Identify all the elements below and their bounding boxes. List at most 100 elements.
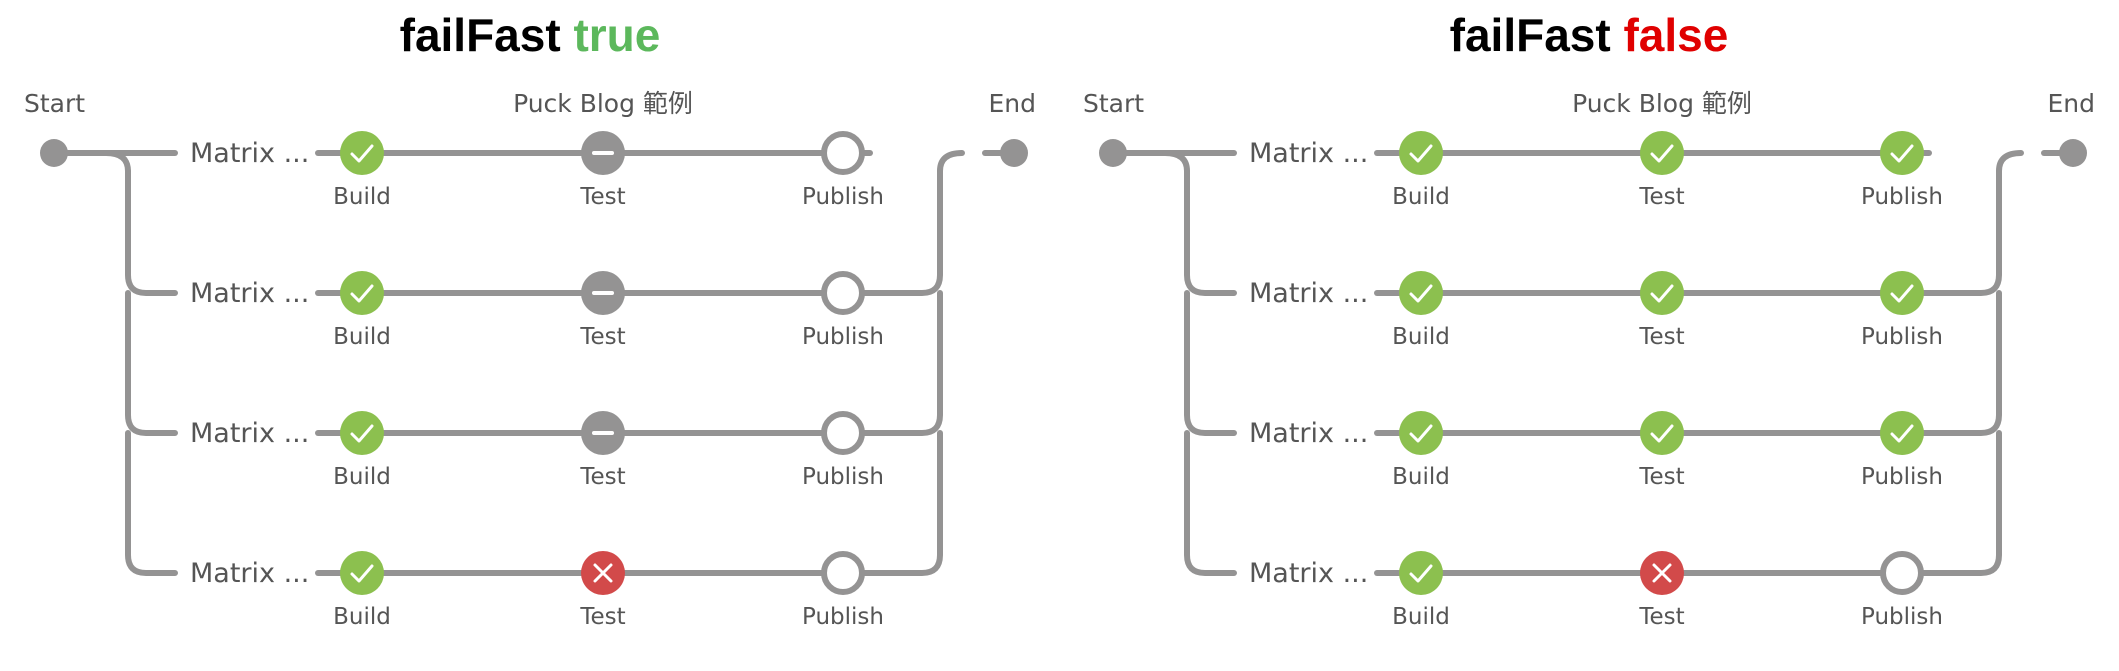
branch-connector <box>125 290 178 436</box>
check-icon <box>1409 284 1433 303</box>
stage-label: Test <box>1638 184 1684 210</box>
stage-node-publish[interactable] <box>1880 551 1924 595</box>
stage-node-publish[interactable] <box>821 411 865 455</box>
check-icon <box>350 564 374 583</box>
join-connector <box>867 290 943 436</box>
stage-node-build[interactable] <box>1399 551 1443 595</box>
check-icon <box>1409 424 1433 443</box>
empty-circle-icon <box>1880 551 1924 595</box>
stage-node-test[interactable] <box>581 411 625 455</box>
stage-node-test[interactable] <box>581 551 625 595</box>
stage-node-test[interactable] <box>1640 131 1684 175</box>
check-icon <box>1650 284 1674 303</box>
stage-node-build[interactable] <box>1399 271 1443 315</box>
stage-label: Publish <box>802 604 884 630</box>
empty-circle-icon <box>821 411 865 455</box>
stage-label: Build <box>333 604 391 630</box>
stage-node-build[interactable] <box>340 411 384 455</box>
check-icon <box>350 424 374 443</box>
stage-group-label: Puck Blog 範例 <box>513 89 693 118</box>
join-connector <box>1926 430 2002 576</box>
row-label-bg <box>1237 411 1373 455</box>
stage-label: Publish <box>802 324 884 350</box>
status-circle <box>340 551 384 595</box>
stage-label: Build <box>1392 604 1450 630</box>
stage-label: Build <box>1392 464 1450 490</box>
check-icon <box>350 284 374 303</box>
stage-label: Test <box>579 184 625 210</box>
check-icon <box>350 144 374 163</box>
stage-label: Publish <box>1861 464 1943 490</box>
stage-node-test[interactable] <box>1640 551 1684 595</box>
row-label: Matrix ... <box>190 138 309 169</box>
row-label: Matrix ... <box>190 418 309 449</box>
status-circle <box>1399 551 1443 595</box>
stage-label: Build <box>333 324 391 350</box>
row-label: Matrix ... <box>190 278 309 309</box>
stage-node-build[interactable] <box>1399 411 1443 455</box>
end-label: End <box>2047 89 2095 118</box>
split-curve <box>103 150 131 174</box>
stage-label: Build <box>1392 184 1450 210</box>
stage-node-publish[interactable] <box>821 271 865 315</box>
stage-label: Publish <box>802 464 884 490</box>
join-connector <box>867 168 943 296</box>
title-prefix: failFast <box>399 9 561 61</box>
empty-circle-icon <box>821 131 865 175</box>
empty-circle-icon <box>821 271 865 315</box>
row-label-bg <box>1237 271 1373 315</box>
branch-connector <box>1184 430 1237 576</box>
branch-connector <box>1184 168 1237 296</box>
check-icon <box>1409 144 1433 163</box>
stage-label: Test <box>579 324 625 350</box>
stage-label: Publish <box>1861 604 1943 630</box>
row-label: Matrix ... <box>190 558 309 589</box>
row-label: Matrix ... <box>1249 138 1368 169</box>
branch-connector <box>1184 290 1237 436</box>
panel-title: failFast true <box>0 8 1060 62</box>
check-icon <box>1409 564 1433 583</box>
stage-node-test[interactable] <box>1640 411 1684 455</box>
check-icon <box>1890 284 1914 303</box>
stage-label: Test <box>579 604 625 630</box>
title-value: false <box>1623 9 1729 61</box>
start-node <box>40 139 68 167</box>
row-label-bg <box>178 551 314 595</box>
stage-label: Test <box>1638 604 1684 630</box>
stage-node-test[interactable] <box>1640 271 1684 315</box>
status-circle <box>1640 411 1684 455</box>
stage-node-publish[interactable] <box>821 551 865 595</box>
stage-node-test[interactable] <box>581 131 625 175</box>
stage-label: Build <box>333 184 391 210</box>
join-connector <box>1926 290 2002 436</box>
row-label: Matrix ... <box>1249 418 1368 449</box>
stage-node-publish[interactable] <box>1880 411 1924 455</box>
title-value: true <box>573 9 661 61</box>
status-circle <box>340 411 384 455</box>
stage-node-publish[interactable] <box>1880 271 1924 315</box>
title-prefix: failFast <box>1449 9 1611 61</box>
row-label-bg <box>178 271 314 315</box>
stage-node-publish[interactable] <box>821 131 865 175</box>
status-circle <box>1880 411 1924 455</box>
empty-circle-icon <box>821 551 865 595</box>
stage-node-build[interactable] <box>340 551 384 595</box>
stage-node-publish[interactable] <box>1880 131 1924 175</box>
stage-node-build[interactable] <box>1399 131 1443 175</box>
join-connector <box>867 430 943 576</box>
row-label-bg <box>178 411 314 455</box>
end-label: End <box>988 89 1036 118</box>
stage-label: Test <box>1638 324 1684 350</box>
branch-connector <box>125 430 178 576</box>
stage-node-test[interactable] <box>581 271 625 315</box>
status-circle <box>1640 131 1684 175</box>
stage-group-label: Puck Blog 範例 <box>1572 89 1752 118</box>
check-icon <box>1650 144 1674 163</box>
check-icon <box>1890 144 1914 163</box>
stage-node-build[interactable] <box>340 131 384 175</box>
stage-node-build[interactable] <box>340 271 384 315</box>
split-curve <box>1162 150 1190 174</box>
